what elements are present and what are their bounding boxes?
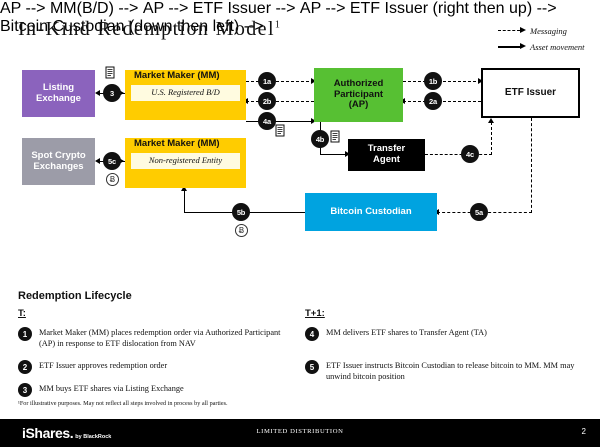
spot-crypto-line1: Spot Crypto xyxy=(31,149,86,161)
lifecycle-step-5: 5 ETF Issuer instructs Bitcoin Custodian… xyxy=(305,360,585,382)
brand-name: iShares xyxy=(22,425,70,441)
brand-by: by BlackRock xyxy=(75,434,112,440)
connector-4c-horizontal xyxy=(425,154,492,155)
page-title-text: In-Kind Redemption Model xyxy=(18,18,275,40)
node-bitcoin-custodian[interactable]: Bitcoin Custodian xyxy=(305,193,437,231)
etf-issuer-label: ETF Issuer xyxy=(504,87,557,99)
page-title: In-Kind Redemption Model1 xyxy=(18,18,280,41)
node-spot-crypto-exchanges[interactable]: Spot Crypto Exchanges xyxy=(22,138,95,185)
market-maker-nonreg-title: Market Maker (MM) xyxy=(134,138,220,149)
node-market-maker-nonregistered[interactable]: Market Maker (MM) Non-registered Entity xyxy=(125,138,246,188)
step-number-5: 5 xyxy=(305,360,319,374)
connector-4c-vertical xyxy=(491,122,492,155)
lifecycle-column-header-t: T: xyxy=(18,308,26,319)
market-maker-bd-title: Market Maker (MM) xyxy=(134,70,220,81)
document-icon-4a xyxy=(275,124,285,137)
arrowhead-to-mm-nonreg xyxy=(119,157,124,164)
transfer-agent-line2: Agent xyxy=(373,154,400,165)
step-number-4: 4 xyxy=(305,327,319,341)
step-number-3: 3 xyxy=(18,383,32,397)
step-text-3: MM buys ETF shares via Listing Exchange xyxy=(39,384,184,393)
ishares-logo: iShares.by BlackRock xyxy=(22,425,111,441)
connector-2a xyxy=(403,101,481,102)
document-icon-3 xyxy=(105,66,115,79)
badge-1b[interactable]: 1b xyxy=(424,72,442,90)
title-footnote-marker: 1 xyxy=(274,19,280,31)
node-market-maker-registered[interactable]: Market Maker (MM) U.S. Registered B/D xyxy=(125,70,246,120)
step-text-5: ETF Issuer instructs Bitcoin Custodian t… xyxy=(326,361,575,382)
footnote: ¹For illustrative purposes. May not refl… xyxy=(18,400,228,407)
ap-line3: (AP) xyxy=(348,99,369,111)
connector-2b xyxy=(246,101,314,102)
document-icon-4b xyxy=(330,130,340,143)
badge-1a[interactable]: 1a xyxy=(258,72,276,90)
arrowhead-to-listing xyxy=(95,89,100,96)
lifecycle-step-2: 2 ETF Issuer approves redemption order xyxy=(18,360,283,374)
lifecycle-step-3: 3 MM buys ETF shares via Listing Exchang… xyxy=(18,383,283,397)
step-number-1: 1 xyxy=(18,327,32,341)
step-text-2: ETF Issuer approves redemption order xyxy=(39,361,168,370)
badge-5a[interactable]: 5a xyxy=(470,203,488,221)
badge-2b[interactable]: 2b xyxy=(258,92,276,110)
ap-line1: Authorized xyxy=(333,77,384,89)
step-text-4: MM delivers ETF shares to Transfer Agent… xyxy=(326,328,487,337)
bitcoin-icon-5b: Ƀ xyxy=(235,224,248,237)
bitcoin-custodian-label: Bitcoin Custodian xyxy=(330,205,412,217)
legend: Messaging Asset movement xyxy=(498,24,594,56)
legend-label-asset-movement: Asset movement xyxy=(530,41,585,52)
badge-2a[interactable]: 2a xyxy=(424,92,442,110)
arrowhead-4b xyxy=(345,150,350,157)
connector-1b xyxy=(403,81,481,82)
legend-label-messaging: Messaging xyxy=(530,25,567,36)
bitcoin-icon-5c: Ƀ xyxy=(106,173,119,186)
arrowhead-to-mm-bd xyxy=(119,89,124,96)
badge-5b[interactable]: 5b xyxy=(232,203,250,221)
badge-5c[interactable]: 5c xyxy=(103,152,121,170)
brand-dot: . xyxy=(69,425,74,441)
arrowhead-5b xyxy=(180,186,187,191)
node-transfer-agent[interactable]: Transfer Agent xyxy=(348,139,425,171)
connector-5a-vertical xyxy=(531,118,532,213)
page-number: 2 xyxy=(581,427,586,436)
arrowhead-4a xyxy=(311,117,316,124)
market-maker-bd-subtitle: U.S. Registered B/D xyxy=(131,84,240,101)
listing-exchange-line1: Listing xyxy=(42,81,75,93)
distribution-label: LIMITED DISTRIBUTION xyxy=(256,428,344,435)
arrowhead-1a xyxy=(311,77,316,84)
node-etf-issuer[interactable]: ETF Issuer xyxy=(481,68,580,118)
connector-5b-vertical xyxy=(184,190,185,213)
badge-4b[interactable]: 4b xyxy=(311,130,329,148)
solid-arrow-icon xyxy=(498,43,526,51)
dashed-arrow-icon xyxy=(498,27,526,35)
arrowhead-to-spot-crypto xyxy=(95,157,100,164)
step-number-2: 2 xyxy=(18,360,32,374)
arrowhead-1b xyxy=(478,77,483,84)
connector-4b-horizontal xyxy=(320,154,348,155)
badge-3[interactable]: 3 xyxy=(103,84,121,102)
badge-4a[interactable]: 4a xyxy=(258,112,276,130)
node-listing-exchange[interactable]: Listing Exchange xyxy=(22,70,95,117)
legend-item-asset-movement: Asset movement xyxy=(498,40,594,53)
connector-1a xyxy=(246,81,314,82)
lifecycle-step-1: 1 Market Maker (MM) places redemption or… xyxy=(18,327,283,349)
spot-crypto-line2: Exchanges xyxy=(33,160,84,172)
arrowhead-4c xyxy=(487,118,494,123)
footer-bar xyxy=(0,419,600,447)
step-text-1: Market Maker (MM) places redemption orde… xyxy=(39,328,281,349)
ap-line2: Participant xyxy=(333,88,384,100)
lifecycle-step-4: 4 MM delivers ETF shares to Transfer Age… xyxy=(305,327,585,341)
lifecycle-heading: Redemption Lifecycle xyxy=(18,290,132,302)
legend-item-messaging: Messaging xyxy=(498,24,594,37)
listing-exchange-line2: Exchange xyxy=(36,92,81,104)
market-maker-nonreg-subtitle: Non-registered Entity xyxy=(131,152,240,169)
node-authorized-participant[interactable]: Authorized Participant (AP) xyxy=(314,68,403,122)
transfer-agent-line1: Transfer xyxy=(367,143,406,155)
badge-4c[interactable]: 4c xyxy=(461,145,479,163)
lifecycle-column-header-t1: T+1: xyxy=(305,308,325,319)
connector-4a xyxy=(246,121,314,122)
